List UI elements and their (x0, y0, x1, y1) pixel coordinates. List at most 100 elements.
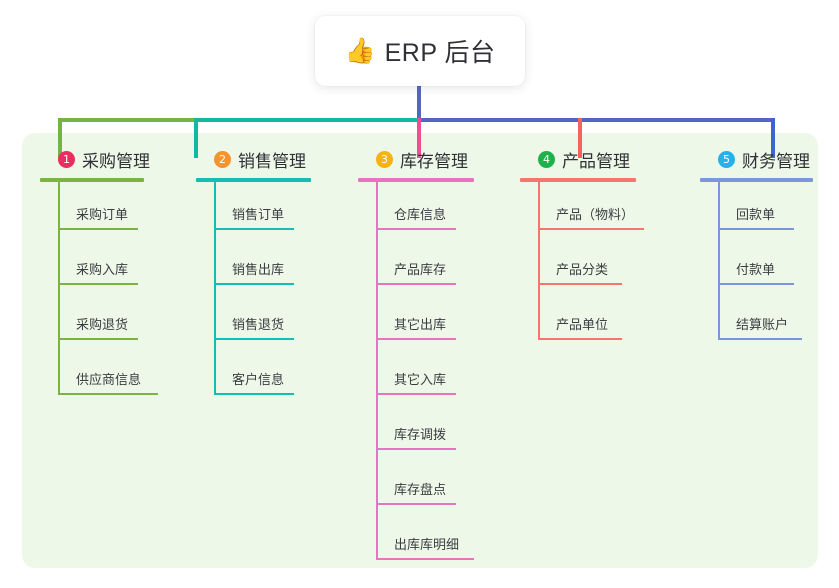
column-items-1: 采购订单采购入库采购退货供应商信息 (40, 182, 158, 402)
column-header-3[interactable]: 3 库存管理 (358, 146, 474, 172)
list-item-label: 库存盘点 (394, 482, 447, 497)
bus-drop-column-3 (417, 118, 421, 158)
column-badge-2: 2 (214, 150, 231, 168)
list-item-rule (214, 228, 294, 230)
list-item[interactable]: 其它出库 (358, 292, 474, 347)
column-spine-4 (538, 182, 540, 340)
column-badge-3: 3 (376, 150, 393, 168)
list-item[interactable]: 采购退货 (40, 292, 150, 347)
list-item[interactable]: 产品库存 (358, 237, 474, 292)
list-item[interactable]: 销售出库 (196, 237, 311, 292)
list-item[interactable]: 库存调拨 (358, 402, 474, 457)
list-item[interactable]: 销售订单 (196, 182, 311, 237)
root-node-title: ERP 后台 (384, 39, 496, 67)
list-item[interactable]: 产品分类 (520, 237, 636, 292)
list-item-rule (538, 228, 644, 230)
list-item-label: 采购订单 (76, 207, 129, 222)
list-item-label: 其它入库 (394, 372, 447, 387)
list-item-label: 仓库信息 (394, 207, 447, 222)
list-item-rule (538, 283, 622, 285)
list-item[interactable]: 付款单 (700, 237, 813, 292)
column-title-3: 库存管理 (400, 151, 468, 171)
column-header-1[interactable]: 1 采购管理 (40, 146, 150, 172)
list-item-rule (58, 393, 158, 395)
column-items-4: 产品（物料） 产品分类产品单位 (520, 182, 644, 347)
column-spine-5 (718, 182, 720, 340)
column-header-4[interactable]: 4 产品管理 (520, 146, 636, 172)
list-item[interactable]: 出库库明细 (358, 512, 474, 567)
list-item-rule (376, 503, 456, 505)
list-item-rule (538, 338, 622, 340)
list-item[interactable]: 销售退货 (196, 292, 311, 347)
column-title-1: 采购管理 (82, 151, 150, 171)
root-node-card[interactable]: 👍 ERP 后台 (315, 16, 525, 86)
list-item-label: 产品库存 (394, 262, 447, 277)
list-item[interactable]: 采购入库 (40, 237, 150, 292)
list-item[interactable]: 产品单位 (520, 292, 636, 347)
list-item-rule (376, 393, 456, 395)
list-item[interactable]: 客户信息 (196, 347, 311, 402)
column-items-5: 回款单付款单结算账户 (700, 182, 813, 347)
list-item-label: 销售出库 (232, 262, 285, 277)
column-header-rule-5 (700, 178, 813, 182)
list-item-rule (376, 448, 456, 450)
column-title-5: 财务管理 (742, 151, 810, 171)
list-item[interactable]: 结算账户 (700, 292, 813, 347)
bus-bar-teal-segment (194, 118, 419, 122)
root-node-content: 👍 ERP 后台 (344, 33, 495, 69)
list-item-rule (376, 558, 474, 560)
root-stem-line (417, 84, 421, 122)
column-header-rule-3 (358, 178, 474, 182)
list-item-rule (214, 393, 294, 395)
bus-bar-green-segment (58, 118, 194, 122)
column-2: 2 销售管理销售订单销售出库销售退货客户信息 (196, 146, 311, 402)
list-item[interactable]: 其它入库 (358, 347, 474, 402)
column-title-4: 产品管理 (562, 151, 630, 171)
column-title-2: 销售管理 (238, 151, 306, 171)
column-header-rule-2 (196, 178, 311, 182)
bus-drop-column-4 (578, 118, 582, 158)
column-3: 3 库存管理仓库信息产品库存其它出库其它入库库存调拨库存盘点出库库明细 (358, 146, 474, 567)
list-item-label: 产品分类 (556, 262, 609, 277)
column-spine-2 (214, 182, 216, 395)
bus-drop-column-5 (771, 118, 775, 158)
thumbs-up-icon: 👍 (344, 36, 376, 65)
list-item-label: 库存调拨 (394, 427, 447, 442)
column-items-3: 仓库信息产品库存其它出库其它入库库存调拨库存盘点出库库明细 (358, 182, 474, 567)
list-item-label: 销售订单 (232, 207, 285, 222)
list-item-label: 采购退货 (76, 317, 129, 332)
column-badge-1: 1 (58, 150, 75, 168)
list-item[interactable]: 回款单 (700, 182, 813, 237)
column-items-2: 销售订单销售出库销售退货客户信息 (196, 182, 311, 402)
list-item-rule (718, 338, 802, 340)
column-badge-5: 5 (718, 150, 735, 168)
bus-drop-column-2 (194, 118, 198, 158)
list-item-label: 客户信息 (232, 372, 285, 387)
column-header-2[interactable]: 2 销售管理 (196, 146, 311, 172)
column-spine-1 (58, 182, 60, 395)
column-header-5[interactable]: 5 财务管理 (700, 146, 813, 172)
list-item-rule (718, 283, 794, 285)
list-item-label: 付款单 (736, 262, 776, 277)
diagram-panel (22, 133, 818, 568)
list-item-rule (58, 338, 138, 340)
list-item-label: 采购入库 (76, 262, 129, 277)
column-4: 4 产品管理产品（物料） 产品分类产品单位 (520, 146, 644, 347)
list-item[interactable]: 产品（物料） (520, 182, 644, 237)
column-header-rule-1 (40, 178, 144, 182)
list-item-rule (214, 338, 294, 340)
bus-bar-blue-segment (417, 118, 775, 122)
bus-drop-column-1 (58, 118, 62, 158)
list-item-rule (58, 283, 138, 285)
list-item-rule (214, 283, 294, 285)
list-item[interactable]: 仓库信息 (358, 182, 474, 237)
list-item[interactable]: 供应商信息 (40, 347, 158, 402)
list-item[interactable]: 库存盘点 (358, 457, 474, 512)
list-item-rule (376, 228, 456, 230)
column-badge-4: 4 (538, 150, 555, 168)
column-5: 5 财务管理回款单付款单结算账户 (700, 146, 813, 347)
list-item-rule (58, 228, 138, 230)
list-item[interactable]: 采购订单 (40, 182, 150, 237)
list-item-label: 销售退货 (232, 317, 285, 332)
